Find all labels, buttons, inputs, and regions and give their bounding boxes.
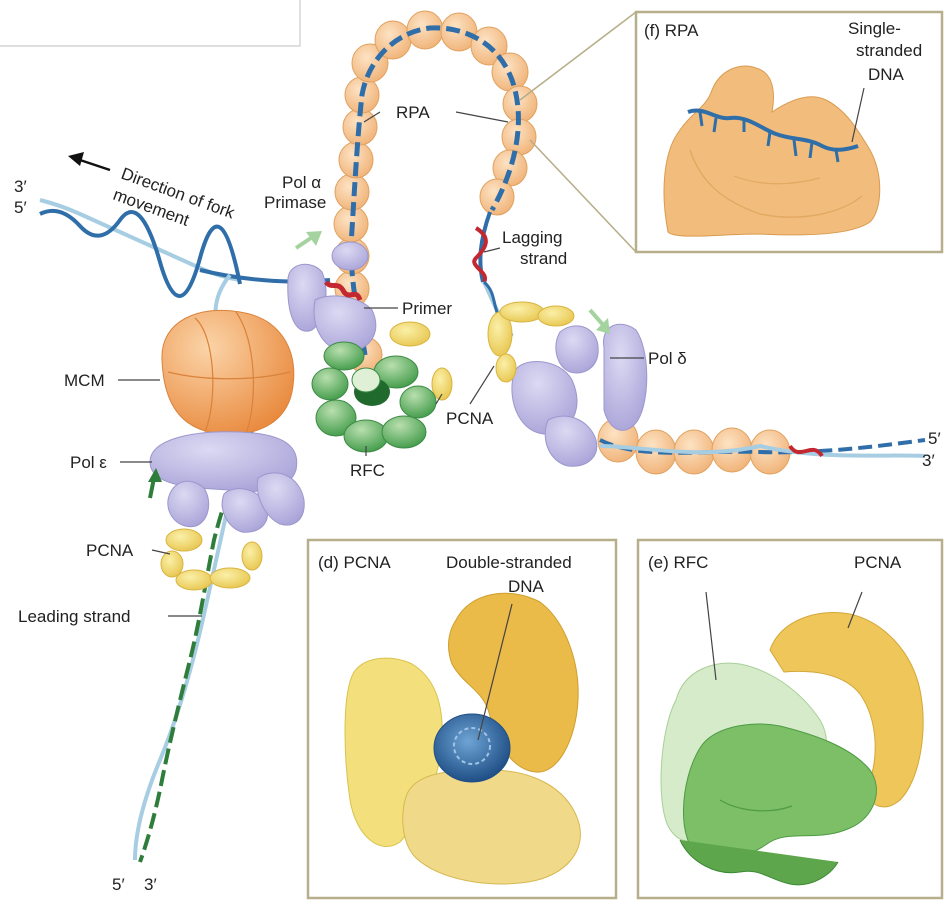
label-top-left-5prime: 5′ <box>14 198 27 217</box>
label-bottom-3prime: 3′ <box>144 875 157 894</box>
panel-f-connector <box>519 11 637 101</box>
leader-lines <box>118 111 644 617</box>
label-right-5prime: 5′ <box>928 429 941 448</box>
panel-f-label-dna: DNA <box>868 65 905 84</box>
label-pol-alpha: Pol α <box>282 173 321 192</box>
panel-e-title: (e) RFC <box>648 553 708 572</box>
pcna-subunit-top <box>448 592 579 773</box>
pol-alpha-primase <box>287 241 377 353</box>
rfc-pcna-ring <box>769 612 924 808</box>
panel-d-label-dna: DNA <box>508 577 545 596</box>
single-stranded-dna-path <box>687 108 859 152</box>
lower-rpa-dna <box>597 417 926 475</box>
panel-f-rpa: (f) RPA Single- stranded DNA <box>519 10 944 254</box>
primer-rna <box>324 280 363 302</box>
panel-d-title: (d) PCNA <box>318 553 391 572</box>
label-rfc: RFC <box>350 461 385 480</box>
label-right-3prime: 3′ <box>922 451 935 470</box>
panel-e-label-pcna: PCNA <box>854 553 902 572</box>
mcm-helicase <box>161 309 295 435</box>
label-mcm: MCM <box>64 371 105 390</box>
pol-delta <box>511 323 648 467</box>
corner-frame <box>0 0 301 47</box>
label-pol-epsilon: Pol ε <box>70 453 107 472</box>
rpa-surface <box>663 65 881 237</box>
label-primase: Primase <box>264 193 326 212</box>
panel-f-title: (f) RPA <box>644 21 699 40</box>
label-lagging: Lagging <box>502 228 563 247</box>
panel-f-connector-2 <box>529 139 637 253</box>
panel-d-label-double: Double-stranded <box>446 553 572 572</box>
green-arrow-pol-epsilon <box>148 468 162 499</box>
label-pcna-middle: PCNA <box>446 409 494 428</box>
label-bottom-5prime: 5′ <box>112 875 125 894</box>
green-arrow-pol-alpha <box>294 231 322 250</box>
rfc-complex <box>311 321 453 453</box>
label-top-left-3prime: 3′ <box>14 177 27 196</box>
label-pcna-left: PCNA <box>86 541 134 560</box>
label-pol-delta: Pol δ <box>648 349 687 368</box>
panel-f-label-single: Single- <box>848 19 901 38</box>
label-rpa: RPA <box>396 103 430 122</box>
label-strand: strand <box>520 249 567 268</box>
pcna-dna-center <box>433 713 511 783</box>
pcna-ring-left <box>160 528 263 591</box>
panel-e-rfc: (e) RFC PCNA <box>636 538 944 900</box>
pol-epsilon <box>149 431 305 533</box>
pcna-ring-right <box>487 301 575 383</box>
panel-d-pcna: (d) PCNA Double-stranded DNA <box>306 538 618 900</box>
direction-arrow <box>68 152 111 172</box>
green-arrow-pol-delta <box>588 308 610 334</box>
label-primer: Primer <box>402 299 452 318</box>
label-leading-strand: Leading strand <box>18 607 130 626</box>
panel-f-label-stranded: stranded <box>856 41 922 60</box>
